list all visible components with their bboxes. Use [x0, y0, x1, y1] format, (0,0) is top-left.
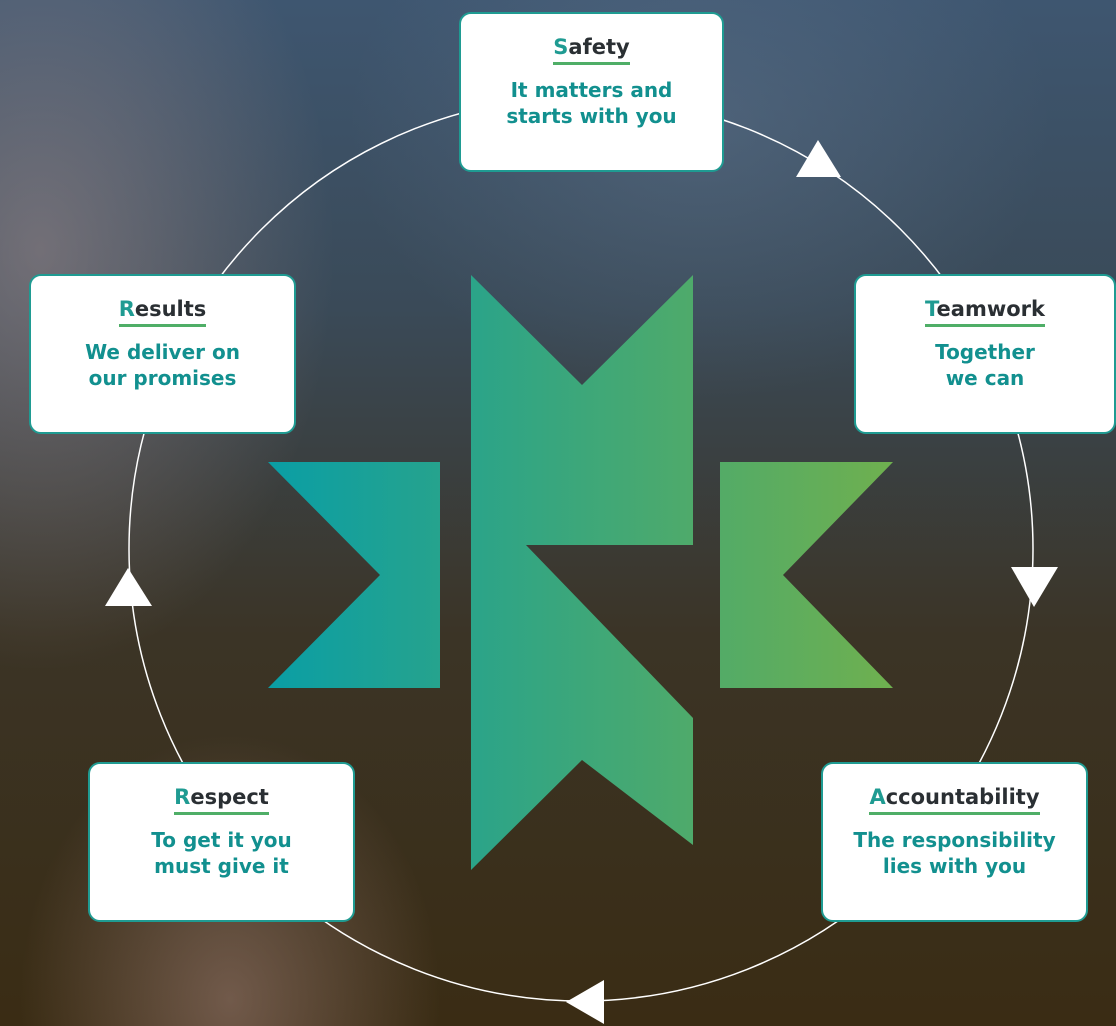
card-accountability-title-rest: ccountability	[885, 785, 1040, 809]
card-respect-title: Respect	[174, 785, 269, 816]
card-respect-title-rest: espect	[190, 785, 269, 809]
card-safety-initial: S	[553, 35, 569, 59]
card-teamwork: Teamwork Together we can	[854, 274, 1116, 434]
card-safety-tagline: It matters and starts with you	[506, 78, 677, 129]
card-results-title: Results	[118, 297, 207, 328]
card-respect-tagline: To get it you must give it	[151, 828, 292, 879]
card-teamwork-tagline: Together we can	[935, 340, 1035, 391]
card-safety-title: Safety	[553, 35, 630, 66]
card-accountability-tagline: The responsibility lies with you	[853, 828, 1056, 879]
logo-right-chevron	[720, 462, 893, 688]
card-safety: Safety It matters and starts with you	[459, 12, 724, 172]
card-accountability-initial: A	[869, 785, 886, 809]
triangle-arrow-icon	[105, 568, 152, 606]
card-results-initial: R	[118, 297, 135, 321]
card-teamwork-initial: T	[925, 297, 937, 321]
logo-left-chevron	[268, 462, 440, 688]
card-results-tagline: We deliver on our promises	[85, 340, 240, 391]
card-teamwork-title-rest: eamwork	[936, 297, 1045, 321]
card-safety-title-rest: afety	[568, 35, 630, 59]
card-accountability-title: Accountability	[869, 785, 1040, 816]
card-respect: Respect To get it you must give it	[88, 762, 355, 922]
triangle-arrow-icon	[1011, 567, 1058, 607]
chevron-star-logo-icon	[268, 275, 893, 870]
triangle-arrow-icon	[566, 980, 604, 1024]
card-accountability: Accountability The responsibility lies w…	[821, 762, 1088, 922]
card-respect-initial: R	[174, 785, 191, 809]
card-teamwork-title: Teamwork	[925, 297, 1045, 328]
logo-top-shape	[471, 275, 693, 545]
card-results-title-rest: esults	[134, 297, 207, 321]
triangle-arrow-icon	[796, 140, 841, 177]
card-results: Results We deliver on our promises	[29, 274, 296, 434]
logo-bottom-shape	[471, 488, 693, 870]
